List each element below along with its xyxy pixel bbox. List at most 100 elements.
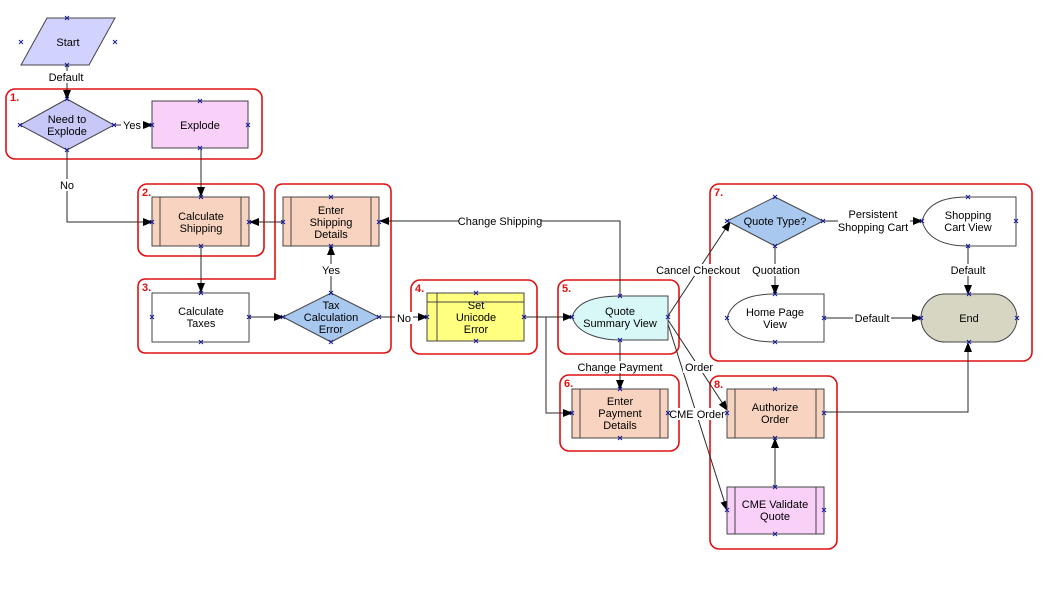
connection-handle-icon[interactable]: [772, 243, 778, 249]
connection-handle-icon[interactable]: [376, 219, 382, 225]
connection-handle-icon[interactable]: [821, 315, 827, 321]
calc-shipping-shape: [151, 196, 250, 247]
connection-handle-icon[interactable]: [111, 122, 117, 128]
connection-handle-icon[interactable]: [473, 290, 479, 296]
connection-handle-icon[interactable]: [18, 39, 24, 45]
connection-handle-icon[interactable]: [328, 194, 334, 200]
connection-handle-icon[interactable]: [772, 386, 778, 392]
connection-handle-icon[interactable]: [724, 315, 730, 321]
connection-handle-icon[interactable]: [280, 219, 286, 225]
connection-handle-icon[interactable]: [64, 147, 70, 153]
start-node[interactable]: Start: [20, 17, 116, 66]
connection-handle-icon[interactable]: [772, 291, 778, 297]
connection-handle-icon[interactable]: [198, 339, 204, 345]
connection-handle-icon[interactable]: [1014, 315, 1020, 321]
connection-handle-icon[interactable]: [198, 243, 204, 249]
connection-handle-icon[interactable]: [64, 15, 70, 21]
enter-shipping-label-line-1: Enter: [318, 205, 345, 217]
connection-handle-icon[interactable]: [617, 386, 623, 392]
connection-handle-icon[interactable]: [966, 291, 972, 297]
connection-handle-icon[interactable]: [245, 122, 251, 128]
group-2-number: 2.: [142, 187, 151, 199]
connection-handle-icon[interactable]: [376, 314, 382, 320]
connection-handle-icon[interactable]: [617, 293, 623, 299]
need-explode-label-line-2: Explode: [47, 126, 87, 138]
end-node[interactable]: End: [920, 293, 1018, 343]
connection-handle-icon[interactable]: [197, 145, 203, 151]
connection-handle-icon[interactable]: [772, 531, 778, 537]
connection-handle-icon[interactable]: [280, 314, 286, 320]
unicode-error-label-line-3: Error: [464, 324, 489, 336]
connection-handle-icon[interactable]: [821, 410, 827, 416]
connection-handle-icon[interactable]: [772, 484, 778, 490]
connection-handle-icon[interactable]: [328, 243, 334, 249]
connection-handle-icon[interactable]: [473, 338, 479, 344]
connection-handle-icon[interactable]: [246, 314, 252, 320]
connection-handle-icon[interactable]: [521, 314, 527, 320]
cme-validate-shape: [726, 486, 825, 535]
edge-label-cme-order: CME Order: [669, 409, 725, 421]
connection-handle-icon[interactable]: [1013, 218, 1019, 224]
connection-handle-icon[interactable]: [772, 194, 778, 200]
connection-handle-icon[interactable]: [424, 314, 430, 320]
connection-handle-icon[interactable]: [965, 194, 971, 200]
connection-handle-icon[interactable]: [919, 218, 925, 224]
connection-handle-icon[interactable]: [617, 435, 623, 441]
connection-handle-icon[interactable]: [665, 314, 671, 320]
explode-node[interactable]: Explode: [151, 100, 249, 149]
home-page-label-line-2: View: [763, 319, 787, 331]
connection-handle-icon[interactable]: [64, 96, 70, 102]
connection-handle-icon[interactable]: [112, 39, 118, 45]
connection-handle-icon[interactable]: [198, 290, 204, 296]
edge-label-cancel-checkout: Cancel Checkout: [656, 265, 740, 277]
connection-handle-icon[interactable]: [918, 315, 924, 321]
connection-handle-icon[interactable]: [569, 410, 575, 416]
group-8-number: 8.: [714, 379, 723, 391]
cme-validate-label-line-2: Quote: [760, 511, 790, 523]
connection-handle-icon[interactable]: [724, 507, 730, 513]
quote-summary-label-line-1: Quote: [605, 306, 635, 318]
explode-label: Explode: [180, 120, 220, 132]
connection-handle-icon[interactable]: [149, 314, 155, 320]
connection-handle-icon[interactable]: [17, 122, 23, 128]
connection-handle-icon[interactable]: [965, 243, 971, 249]
connection-handle-icon[interactable]: [149, 122, 155, 128]
connection-handle-icon[interactable]: [772, 339, 778, 345]
explode-label-line-1: Explode: [180, 120, 220, 132]
connection-handle-icon[interactable]: [966, 339, 972, 345]
connection-handle-icon[interactable]: [328, 339, 334, 345]
authorize-label-line-1: Authorize: [752, 402, 798, 414]
connection-handle-icon[interactable]: [198, 194, 204, 200]
connection-handle-icon[interactable]: [821, 507, 827, 513]
connection-handle-icon[interactable]: [724, 218, 730, 224]
connection-handle-icon[interactable]: [197, 98, 203, 104]
connection-handle-icon[interactable]: [820, 218, 826, 224]
group-5-number: 5.: [562, 283, 571, 295]
connection-handle-icon[interactable]: [665, 410, 671, 416]
connection-handle-icon[interactable]: [617, 337, 623, 343]
quote-type-decision[interactable]: Quote Type?: [725, 196, 825, 247]
connection-handle-icon[interactable]: [724, 410, 730, 416]
connection-handle-icon[interactable]: [149, 219, 155, 225]
edge-label-default-cart-end: Default: [951, 265, 986, 277]
connection-handle-icon[interactable]: [772, 435, 778, 441]
connection-handle-icon[interactable]: [328, 290, 334, 296]
connection-handle-icon[interactable]: [569, 314, 575, 320]
connection-handle-icon[interactable]: [246, 219, 252, 225]
connection-handle-icon[interactable]: [64, 62, 70, 68]
